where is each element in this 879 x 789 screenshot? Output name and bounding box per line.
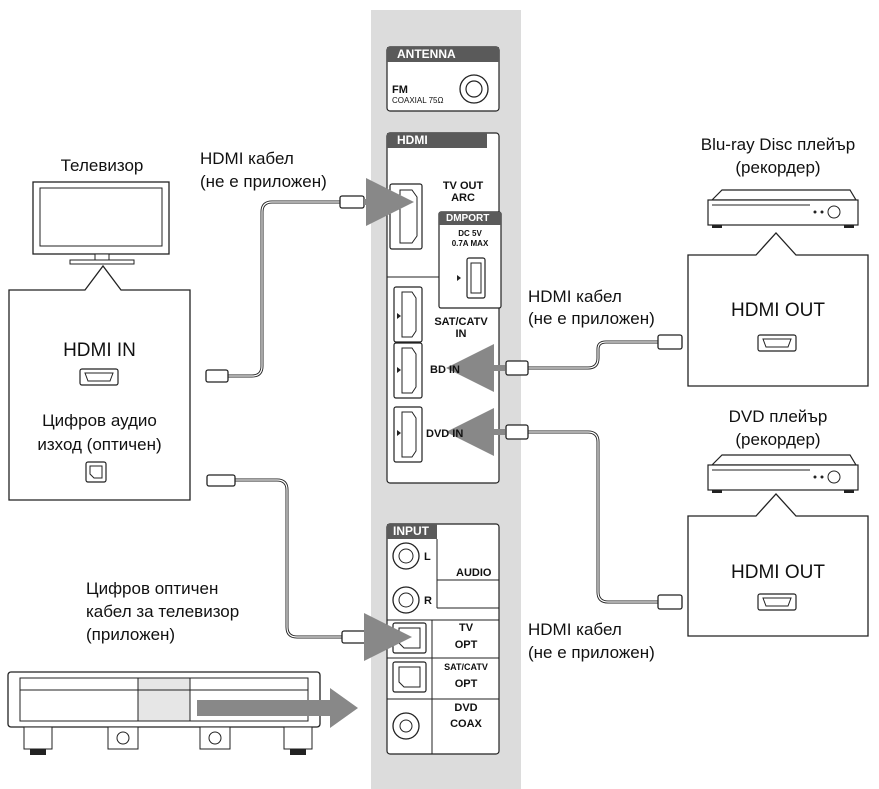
tv-digital-out-line2: изход (оптичен) [37,435,162,454]
tv-callout [8,264,191,501]
tv-opt-label: TV [458,622,474,634]
coaxial-label: COAXIAL 75Ω [392,96,444,105]
antenna-header: ANTENNA [397,47,456,61]
tv-icon [32,181,170,265]
hdmi-dvd-cable-line2: (не е приложен) [528,643,655,662]
hdmi-cable-tv [227,200,340,378]
hdmi-tv-cable-line1: HDMI кабел [200,149,294,168]
dvd-coax-label: DVD [454,702,478,714]
dvd-title-line2: (рекордер) [735,430,821,449]
bd-in-label: BD IN [430,364,460,376]
dmport-rating-1: DC 5V [458,229,482,238]
hdmi-bd-cable-line2: (не е приложен) [528,309,655,328]
dvd-callout [687,493,869,637]
tv-digital-out-line1: Цифров аудио [42,411,157,430]
bluray-hdmi-out-label: HDMI OUT [731,300,825,321]
hdmi-tv-cable-line2: (не е приложен) [200,172,327,191]
audio-r-label: R [424,595,432,607]
dvd-player-icon [707,454,859,493]
dmport-label: DMPORT [446,213,490,224]
dvd-in-label: DVD IN [426,428,464,440]
audio-l-label: L [424,551,431,563]
sat-catv-in-label-2: IN [455,328,467,340]
tv-opt-sub: OPT [454,639,478,651]
bluray-player-icon [707,189,859,228]
input-section [386,523,500,755]
arc-label: ARC [451,192,475,204]
optical-cable [234,478,342,639]
bluray-title-line2: (рекордер) [735,158,821,177]
optical-cable-line2: кабел за телевизор [86,602,240,621]
hdmi-bd-cable-line1: HDMI кабел [528,287,622,306]
fm-label: FM [392,84,408,96]
bluray-title-line1: Blu-ray Disc плейър [700,135,856,154]
hdmi-dvd-cable-line1: HDMI кабел [528,620,622,639]
tv-title: Телевизор [60,156,144,175]
dvd-hdmi-out-label: HDMI OUT [731,562,825,583]
bluray-callout [687,232,869,387]
hdmi-cable-dvd [528,430,658,604]
soundbar-arrow [197,688,358,728]
dvd-coax-sub: COAX [450,718,482,730]
antenna-section [386,46,500,112]
soundbar-icon [7,671,321,755]
hdmi-header: HDMI [397,133,428,147]
optical-cable-line3: (приложен) [86,625,176,644]
dmport-rating-2: 0.7A MAX [451,239,489,248]
hdmi-cable-bd [528,340,658,370]
optical-cable-line1: Цифров оптичен [86,579,219,598]
sat-catv-opt-label: SAT/CATV [444,662,488,672]
tv-out-label: TV OUT [442,180,484,192]
hdmi-section [386,132,502,484]
audio-label: AUDIO [456,567,492,579]
sat-catv-in-label: SAT/CATV [434,316,488,328]
input-header: INPUT [393,524,429,538]
dvd-title-line1: DVD плейър [728,407,828,426]
tv-hdmi-in-label: HDMI IN [63,340,136,361]
sat-catv-opt-sub: OPT [454,678,478,690]
